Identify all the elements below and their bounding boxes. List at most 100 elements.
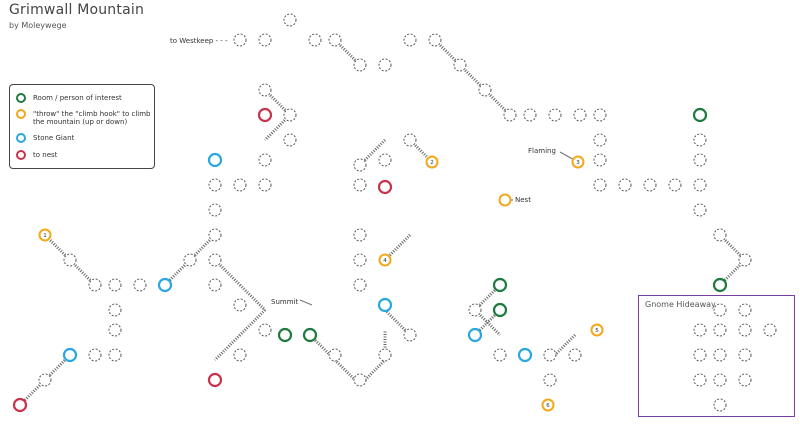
room-node	[378, 58, 392, 72]
room-node	[258, 178, 272, 192]
room-node	[738, 303, 752, 317]
giant-node	[467, 327, 483, 343]
path-link	[238, 308, 267, 337]
gnome-hideaway-label: Gnome Hideaway	[645, 300, 716, 309]
hook-number: 3	[576, 160, 580, 166]
room-node	[277, 327, 293, 343]
hook-number: 1	[43, 233, 47, 239]
room-node	[258, 153, 272, 167]
hook-node	[590, 323, 604, 337]
nest-node	[207, 372, 223, 388]
room-node	[208, 203, 222, 217]
room-node	[543, 373, 557, 387]
room-node	[593, 153, 607, 167]
room-node	[403, 33, 417, 47]
room-node	[258, 83, 272, 97]
hook-circle-icon	[16, 109, 26, 119]
path-link	[383, 308, 412, 337]
giant-node	[62, 347, 78, 363]
legend: Room / person of interest "throw" the "c…	[9, 84, 155, 169]
giant-node	[157, 277, 173, 293]
room-node	[88, 278, 102, 292]
room-node	[403, 328, 417, 342]
room-node	[133, 278, 147, 292]
giant-node	[377, 297, 393, 313]
hook-node	[425, 155, 439, 169]
room-node	[108, 278, 122, 292]
room-node	[713, 348, 727, 362]
room-node	[258, 33, 272, 47]
hook-node	[571, 155, 585, 169]
room-node	[308, 33, 322, 47]
room-node	[183, 253, 197, 267]
room-node	[713, 228, 727, 242]
room-node	[523, 108, 537, 122]
room-node	[492, 277, 508, 293]
room-node	[353, 253, 367, 267]
room-node	[618, 178, 632, 192]
page-subtitle: by Moleywege	[9, 21, 67, 30]
room-circle-icon	[16, 93, 26, 103]
room-node	[353, 228, 367, 242]
room-node	[713, 303, 727, 317]
room-node	[328, 33, 342, 47]
room-node	[283, 13, 297, 27]
room-node	[38, 373, 52, 387]
room-node	[208, 278, 222, 292]
room-node	[302, 327, 318, 343]
room-node	[428, 33, 442, 47]
room-node	[643, 178, 657, 192]
nest-label: Nest	[515, 196, 531, 204]
room-node	[258, 323, 272, 337]
giant-node	[207, 152, 223, 168]
room-node	[738, 323, 752, 337]
room-node	[492, 302, 508, 318]
flaming-label: Flaming	[528, 147, 556, 155]
room-node	[88, 348, 102, 362]
legend-label: to nest	[33, 151, 58, 159]
room-node	[453, 58, 467, 72]
room-node	[378, 348, 392, 362]
summit-label: Summit	[271, 298, 299, 306]
room-node	[713, 398, 727, 412]
path-link	[383, 233, 412, 262]
room-node	[593, 133, 607, 147]
hook-node	[541, 398, 555, 412]
hook-node	[498, 193, 512, 207]
room-node	[548, 108, 562, 122]
nest-circle-icon	[16, 150, 26, 160]
room-node	[403, 133, 417, 147]
room-node	[208, 178, 222, 192]
westkeep-label: to Westkeep - - -	[170, 37, 228, 45]
room-node	[668, 178, 682, 192]
legend-label: Room / person of interest	[33, 94, 122, 102]
hook-node	[38, 228, 52, 242]
room-node	[693, 203, 707, 217]
room-node	[208, 228, 222, 242]
room-node	[543, 348, 557, 362]
room-node	[763, 323, 777, 337]
room-node	[233, 178, 247, 192]
room-node	[713, 323, 727, 337]
room-node	[63, 253, 77, 267]
room-node	[713, 373, 727, 387]
path-link	[213, 333, 242, 362]
giant-circle-icon	[16, 133, 26, 143]
room-node	[693, 323, 707, 337]
hook-number: 4	[383, 258, 387, 264]
path-link	[333, 358, 362, 387]
room-node	[593, 108, 607, 122]
room-node	[738, 253, 752, 267]
room-node	[108, 323, 122, 337]
room-node	[712, 277, 728, 293]
room-node	[693, 178, 707, 192]
room-node	[493, 348, 507, 362]
hook-number: 2	[430, 160, 434, 166]
room-node	[353, 278, 367, 292]
room-node	[353, 58, 367, 72]
room-node	[738, 348, 752, 362]
room-node	[283, 108, 297, 122]
hook-number: 6	[546, 403, 550, 409]
